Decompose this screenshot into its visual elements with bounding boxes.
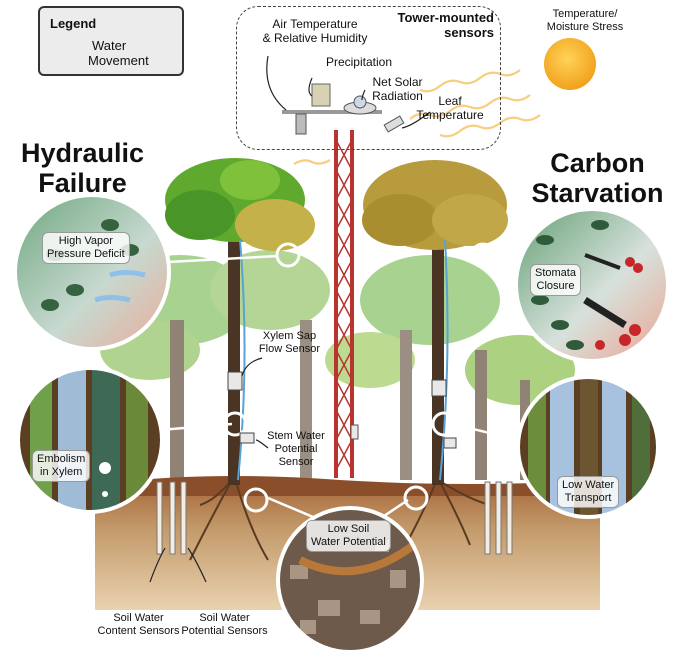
soil-sensor-probes bbox=[156, 481, 513, 555]
low-water-transport-label: Low Water Transport bbox=[557, 476, 620, 508]
tower-box-title-line1: Tower-mounted bbox=[397, 10, 494, 25]
stomata-closure-label: Stomata Closure bbox=[530, 264, 581, 296]
sap-line2: Flow Sensor bbox=[258, 343, 321, 355]
small-callout-rings bbox=[222, 242, 496, 513]
stem-line1: Stem Water bbox=[267, 430, 325, 442]
tower-box-title: Tower-mounted sensors bbox=[384, 10, 494, 40]
solar-line2: Radiation bbox=[372, 89, 423, 103]
tree-roots bbox=[189, 479, 491, 561]
low-soil-water-potential-label: Low Soil Water Potential bbox=[306, 520, 391, 552]
embolism-label: Embolism in Xylem bbox=[32, 450, 91, 482]
low-soil-line2: Water Potential bbox=[311, 536, 386, 548]
high-vpd-label: High Vapor Pressure Deficit bbox=[42, 232, 130, 264]
air-temp-line1: Air Temperature bbox=[272, 17, 358, 31]
content-line1: Soil Water bbox=[113, 612, 164, 624]
legend-box: Legend Water Movement bbox=[38, 6, 184, 76]
tower-sensors-box bbox=[236, 6, 501, 150]
embolism-line2: in Xylem bbox=[40, 466, 83, 478]
stomata-line1: Stomata bbox=[535, 267, 576, 279]
tree-mounted-sensors bbox=[227, 371, 457, 449]
stomata-line2: Closure bbox=[536, 280, 575, 292]
embolism-line1: Embolism bbox=[37, 453, 86, 465]
hydraulic-failure-heading: Hydraulic Failure bbox=[10, 138, 155, 198]
carbon-starvation-tree bbox=[362, 160, 508, 485]
solar-line1: Net Solar bbox=[372, 75, 423, 89]
callout-high-vpd bbox=[13, 193, 171, 351]
stress-line2: Moisture Stress bbox=[546, 21, 624, 33]
leaf-line2: Temperature bbox=[416, 108, 484, 122]
xylem-sap-flow-sensor-label: Xylem Sap Flow Sensor bbox=[252, 330, 327, 356]
hydraulic-failure-tree bbox=[165, 158, 315, 485]
legend-title: Legend bbox=[50, 16, 97, 31]
stem-line2: Potential bbox=[274, 443, 318, 455]
legend-item-line2: Movement bbox=[88, 53, 149, 68]
tower-sensor-cluster bbox=[282, 83, 405, 135]
potential-line2: Potential Sensors bbox=[181, 625, 268, 637]
sap-line1: Xylem Sap bbox=[262, 330, 317, 342]
air-temp-line2: & Relative Humidity bbox=[262, 31, 368, 45]
low-transport-line1: Low Water bbox=[562, 479, 615, 491]
hydraulic-line1: Hydraulic bbox=[20, 138, 145, 168]
high-vpd-line2: Pressure Deficit bbox=[47, 248, 125, 260]
soil-water-potential-sensors-label: Soil Water Potential Sensors bbox=[172, 612, 277, 638]
legend-item-water-movement: Water Movement bbox=[88, 38, 149, 68]
carbon-starvation-heading: Carbon Starvation bbox=[520, 148, 675, 208]
instrument-tower bbox=[334, 130, 359, 478]
pointer-arrows bbox=[149, 55, 431, 583]
callout-embolism bbox=[16, 366, 164, 514]
temperature-moisture-stress-label: Temperature/ Moisture Stress bbox=[525, 8, 645, 34]
hydraulic-line2: Failure bbox=[38, 168, 127, 198]
high-vpd-line1: High Vapor bbox=[58, 235, 113, 247]
air-temperature-label: Air Temperature & Relative Humidity bbox=[250, 17, 380, 45]
carbon-line2: Starvation bbox=[531, 178, 664, 208]
tower-box-title-line2: sensors bbox=[444, 25, 494, 40]
potential-line1: Soil Water bbox=[199, 612, 250, 624]
carbon-line1: Carbon bbox=[550, 148, 645, 178]
stress-line1: Temperature/ bbox=[552, 8, 618, 20]
sun-icon bbox=[544, 38, 596, 90]
precipitation-label: Precipitation bbox=[325, 55, 393, 69]
legend-item-line1: Water bbox=[92, 38, 127, 53]
stem-water-potential-sensor-label: Stem Water Potential Sensor bbox=[262, 430, 330, 469]
net-solar-radiation-label: Net Solar Radiation bbox=[360, 75, 435, 103]
soil-water-content-sensors-label: Soil Water Content Sensors bbox=[86, 612, 191, 638]
leaf-line1: Leaf bbox=[438, 94, 462, 108]
content-line2: Content Sensors bbox=[97, 625, 180, 637]
low-transport-line2: Transport bbox=[564, 492, 612, 504]
leaf-temperature-label: Leaf Temperature bbox=[410, 94, 490, 122]
low-soil-line1: Low Soil bbox=[327, 523, 370, 535]
stem-line3: Sensor bbox=[278, 456, 314, 468]
